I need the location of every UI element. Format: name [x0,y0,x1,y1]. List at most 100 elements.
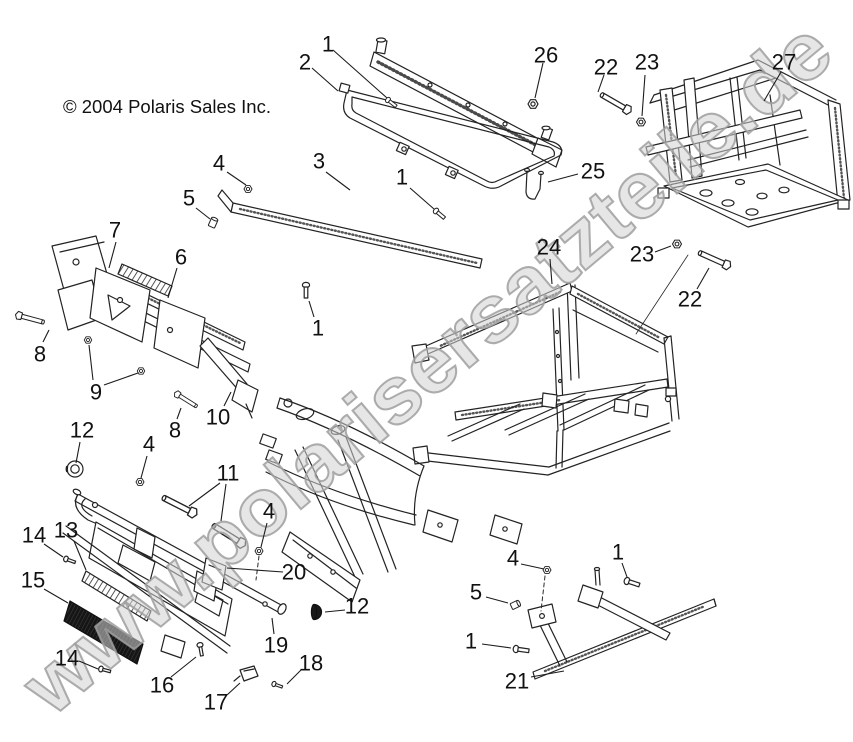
callout-24: 24 [537,235,561,260]
leader-line-6 [167,267,178,299]
support-rail [217,189,483,269]
callout-27: 27 [772,50,796,75]
leader-line-5 [195,207,211,220]
leader-line-11 [220,483,227,522]
lower-frame-rails [527,566,717,680]
leader-line-19 [271,617,275,635]
callout-14: 14 [22,523,46,548]
leader-line-3 [325,171,351,191]
leader-line-9 [88,344,94,381]
screw-16 [196,641,204,657]
copyright-text: © 2004 Polaris Sales Inc. [63,96,271,117]
callout-1: 1 [396,165,408,190]
callout-19: 19 [264,633,288,658]
leader-line-25 [547,173,579,183]
callout-11: 11 [217,461,240,486]
callout-26: 26 [534,43,558,68]
leader-line-9 [103,372,139,386]
bushing [65,460,84,478]
grille-insert-upper [81,570,152,622]
rear-rack-frame [635,59,851,228]
leader-line-1 [308,300,315,318]
grille-insert-lower [63,600,144,665]
callout-4: 4 [143,432,155,457]
callout-23: 23 [630,242,654,267]
leader-line-16 [170,656,197,678]
leader-line-1 [409,187,435,210]
leader-line-4 [140,455,148,479]
leader-line-23 [654,245,672,253]
callout-21: 21 [505,669,529,694]
callout-23: 23 [635,50,659,75]
callout-4: 4 [213,151,225,176]
leader-line-26 [534,62,544,99]
callout-13: 13 [54,518,78,543]
callout-5: 5 [183,186,195,211]
plug-12 [309,603,323,621]
callout-2: 2 [299,50,311,75]
leader-line-17 [226,682,241,696]
callout-12: 12 [70,418,94,443]
leader-line-12 [324,609,346,613]
leader-line-10 [223,391,232,407]
fasteners [13,89,734,691]
callout-4: 4 [263,499,275,524]
leader-line-2 [311,67,339,92]
callout-8: 8 [34,342,46,367]
leader-line-11 [188,482,221,507]
callout-20: 20 [282,560,306,585]
leader-line-22 [597,74,605,93]
callout-22: 22 [594,55,618,80]
clip-17 [233,665,259,682]
callout-16: 16 [150,673,174,698]
callout-7: 7 [109,218,121,243]
leader-line-14 [78,660,99,670]
leader-line-5 [485,596,509,604]
leader-line-4 [226,171,247,186]
callout-12: 12 [345,594,369,619]
callout-4: 4 [507,546,519,571]
leader-line-15 [43,588,69,604]
leader-line-4 [520,563,545,570]
leader-line-8 [42,329,50,343]
callout-18: 18 [299,651,323,676]
leader-line-27 [763,71,782,102]
leader-line-18 [286,669,302,685]
leader-line-1 [481,643,512,649]
leader-line-14 [43,543,64,558]
leader-line-23 [641,74,646,117]
callout-5: 5 [470,580,482,605]
callout-6: 6 [175,245,187,270]
leader-line-4 [260,522,268,548]
callout-1: 1 [312,316,324,341]
callout-22: 22 [678,287,702,312]
leader-line-8 [176,407,182,420]
leader-line-13 [73,540,87,571]
callout-1: 1 [322,32,334,57]
callout-9: 9 [90,380,102,405]
callout-3: 3 [313,149,325,174]
callout-15: 15 [21,568,45,593]
callout-1: 1 [612,540,624,565]
callout-25: 25 [581,159,605,184]
diagram-artwork [13,37,851,691]
leader-line-20 [226,567,284,573]
leader-line-1 [621,562,628,578]
leader-line-12 [75,441,81,464]
callout-17: 17 [204,690,228,715]
callout-14: 14 [55,646,79,671]
callout-10: 10 [206,405,230,430]
leader-line-21 [530,670,565,678]
bed-rail-assembly [338,37,563,200]
leader-line-22 [696,267,710,290]
leader-line-1 [332,49,388,99]
leader-line-7 [108,241,117,269]
front-bumper-assembly [62,488,287,665]
leader-line-24 [549,258,553,285]
callout-8: 8 [169,418,181,443]
front-bumper-support-assembly [51,235,259,419]
callout-1: 1 [465,629,477,654]
